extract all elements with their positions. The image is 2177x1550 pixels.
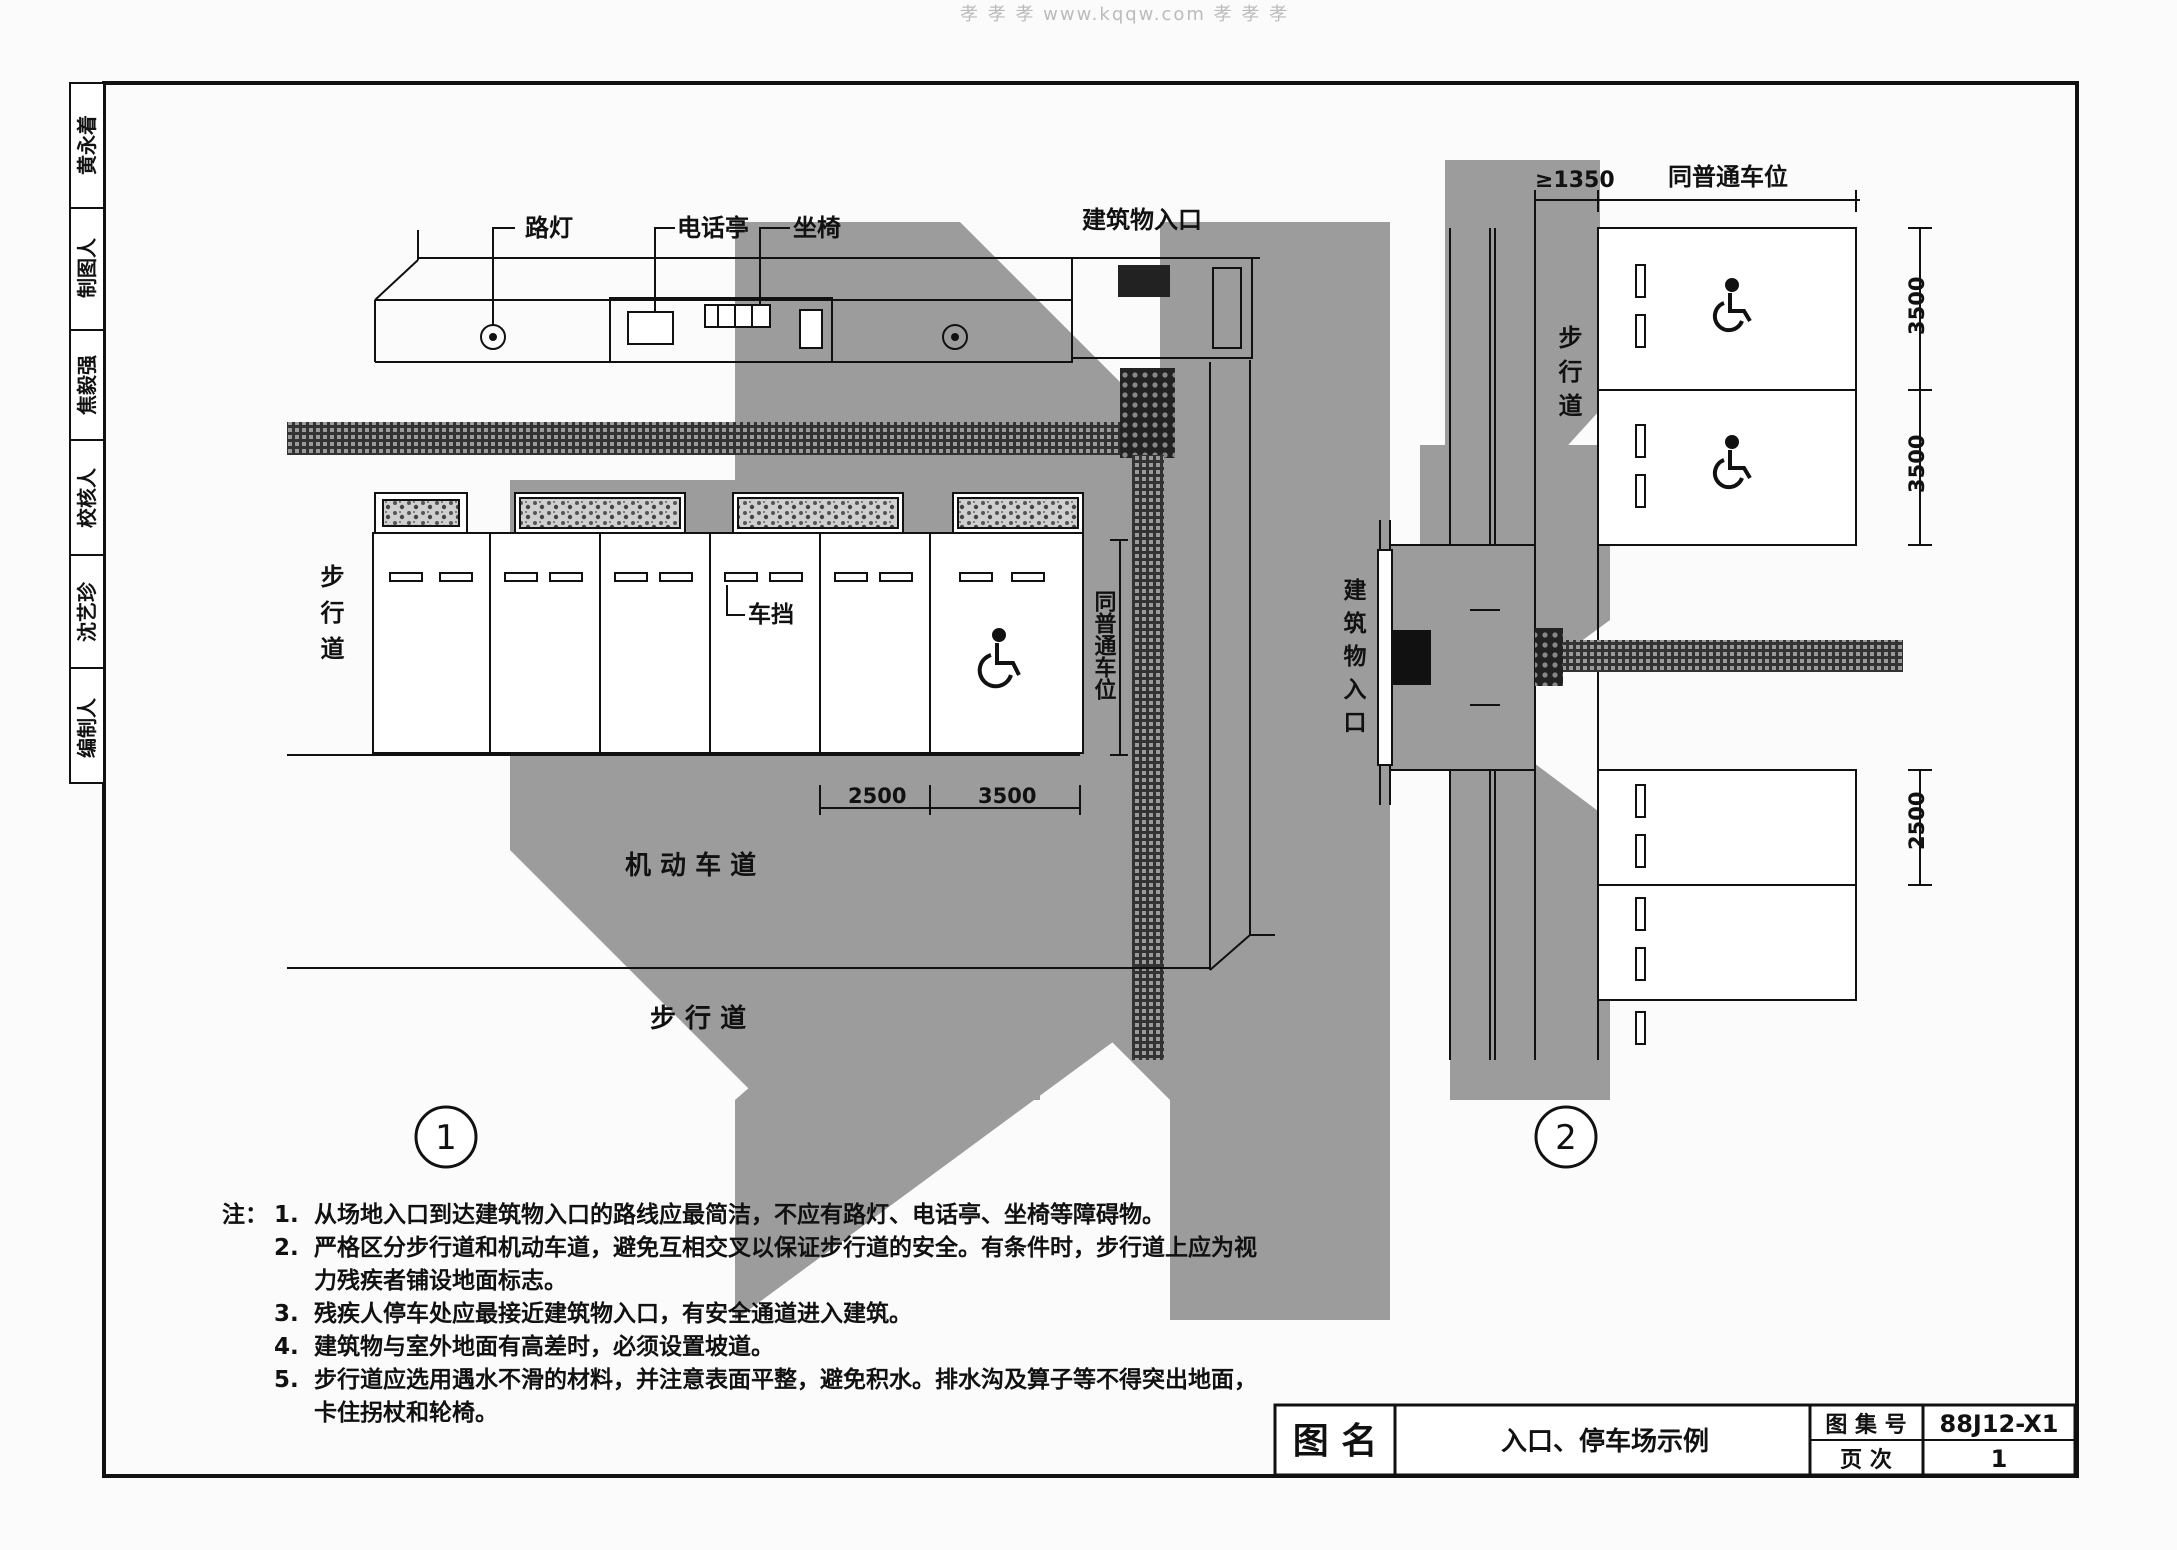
- street-light-icon: [942, 324, 968, 350]
- signature-name-2: 焦毅强: [75, 355, 99, 415]
- route-overlay-fig1: [510, 222, 1390, 1320]
- title-block: [1273, 1403, 2077, 1477]
- fig1-road-lines: [287, 360, 1275, 971]
- building-entrance-mat: [1118, 265, 1170, 297]
- note-number: 5.: [274, 1367, 299, 1393]
- note-item: 4. 建筑物与室外地面有高差时，必须设置坡道。: [222, 1331, 1272, 1364]
- note-text: 步行道应选用遇水不滑的材料，并注意表面平整，避免积水。排水沟及算子等不得突出地面…: [314, 1367, 1257, 1426]
- figure-number-circle-2: [1534, 1105, 1598, 1169]
- tactile-paving-horizontal: [287, 422, 1137, 455]
- note-number: 2.: [274, 1235, 299, 1261]
- bench-icon: [704, 304, 771, 328]
- phone-booth-label: 电话亭: [677, 214, 749, 242]
- fig1-dimension-lines: [819, 785, 1081, 815]
- fig1-parking-area: [372, 532, 1084, 754]
- signature-name-1: 黄永着: [75, 115, 99, 175]
- fig1-top-strip: [374, 230, 1260, 363]
- page-number-value: 1: [1991, 1445, 2008, 1473]
- fig1-planters: [374, 492, 1084, 534]
- signature-column: 黄永着 制图人 焦毅强 校核人 沈艺珍 编制人: [69, 82, 105, 784]
- watermark: 孝 孝 孝 www.kqqw.com 孝 孝 孝: [960, 4, 1290, 25]
- walkway-label-fig2: 步行道: [1554, 325, 1583, 427]
- note-text: 残疾人停车处应最接近建筑物入口，有安全通道进入建筑。: [314, 1301, 912, 1327]
- note-item: 2. 严格区分步行道和机动车道，避免互相交叉以保证步行道的安全。有条件时，步行道…: [222, 1232, 1272, 1298]
- bench-label: 坐椅: [793, 214, 841, 242]
- walkway-label-left: 步行道: [316, 564, 345, 672]
- accessible-parking-icon: [1712, 435, 1752, 490]
- note-item: 5. 步行道应选用遇水不滑的材料，并注意表面平整，避免积水。排水沟及算子等不得突…: [222, 1364, 1272, 1430]
- walkway-label-bottom: 步 行 道: [650, 1003, 746, 1034]
- figure-number-2: 2: [1555, 1118, 1577, 1158]
- phone-booth-icon: [627, 311, 674, 345]
- signature-name-3: 沈艺珍: [75, 581, 99, 642]
- signature-role-compiler: 编制人: [75, 697, 99, 758]
- fig2-wheel-stops: [1635, 264, 1646, 1045]
- figure-number-1: 1: [435, 1118, 457, 1158]
- fig1-stall-dividers: [489, 533, 931, 753]
- note-text: 从场地入口到达建筑物入口的路线应最简洁，不应有路灯、电话亭、坐椅等障碍物。: [314, 1202, 1165, 1228]
- fig2-entrance-block: [1377, 544, 1536, 771]
- tactile-paving-fig2: [1563, 640, 1903, 672]
- notes-prefix: 注：: [222, 1202, 268, 1228]
- building-entrance-label: 建筑物入口: [1082, 206, 1202, 234]
- leader-lines: [492, 227, 790, 325]
- figure-number-circle-1: [414, 1105, 478, 1169]
- same-as-regular-label-fig1: 同普通车位: [1091, 590, 1117, 700]
- signature-role-drafter: 制图人: [75, 237, 99, 298]
- wheel-stop-label: 车挡: [748, 601, 794, 628]
- dim-3500-fig2-a: 3500: [1905, 277, 1929, 335]
- page-number-label: 页 次: [1840, 1447, 1892, 1473]
- min-width-label: ≥1350: [1535, 168, 1615, 193]
- accessible-parking-icon: [1712, 278, 1752, 333]
- dim-2500-fig1: 2500: [848, 784, 906, 808]
- building-entrance-label-fig2: 建筑物入口: [1339, 578, 1367, 743]
- atlas-number-label: 图 集 号: [1825, 1412, 1906, 1438]
- tactile-warning-blister: [1120, 368, 1175, 458]
- note-number: 4.: [274, 1334, 299, 1360]
- notes-block: 注： 1. 从场地入口到达建筑物入口的路线应最简洁，不应有路灯、电话亭、坐椅等障…: [222, 1199, 1272, 1430]
- wheel-stops: [389, 572, 1045, 582]
- tactile-warning-blister-fig2: [1535, 628, 1563, 686]
- same-as-regular-dim-fig1: [1110, 539, 1128, 756]
- tactile-paving-vertical: [1132, 455, 1164, 1060]
- street-light-icon: [489, 333, 497, 341]
- fig2-dimension-lines: [1535, 190, 1932, 886]
- atlas-number-value: 88J12-X1: [1940, 1410, 2059, 1438]
- note-item: 3. 残疾人停车处应最接近建筑物入口，有安全通道进入建筑。: [222, 1298, 1272, 1331]
- title-name-label: 图 名: [1293, 1421, 1378, 1462]
- note-number: 3.: [274, 1301, 299, 1327]
- same-as-regular-label-fig2: 同普通车位: [1668, 163, 1788, 191]
- dim-3500-fig2-b: 3500: [1905, 435, 1929, 493]
- note-text: 严格区分步行道和机动车道，避免互相交叉以保证步行道的安全。有条件时，步行道上应为…: [314, 1235, 1257, 1294]
- note-text: 建筑物与室外地面有高差时，必须设置坡道。: [314, 1334, 774, 1360]
- street-light-icon: [951, 333, 959, 341]
- accessible-parking-icon: [977, 628, 1021, 689]
- vehicle-lane-label: 机 动 车 道: [625, 850, 756, 881]
- note-number: 1.: [274, 1202, 299, 1228]
- title-name-value: 入口、停车场示例: [1501, 1426, 1709, 1457]
- dim-2500-fig2: 2500: [1905, 792, 1929, 850]
- signature-role-checker: 校核人: [75, 467, 99, 528]
- dim-3500-fig1: 3500: [978, 784, 1036, 808]
- street-light-label: 路灯: [525, 214, 573, 242]
- bench-icon: [799, 309, 823, 349]
- note-item: 注： 1. 从场地入口到达建筑物入口的路线应最简洁，不应有路灯、电话亭、坐椅等障…: [222, 1199, 1272, 1232]
